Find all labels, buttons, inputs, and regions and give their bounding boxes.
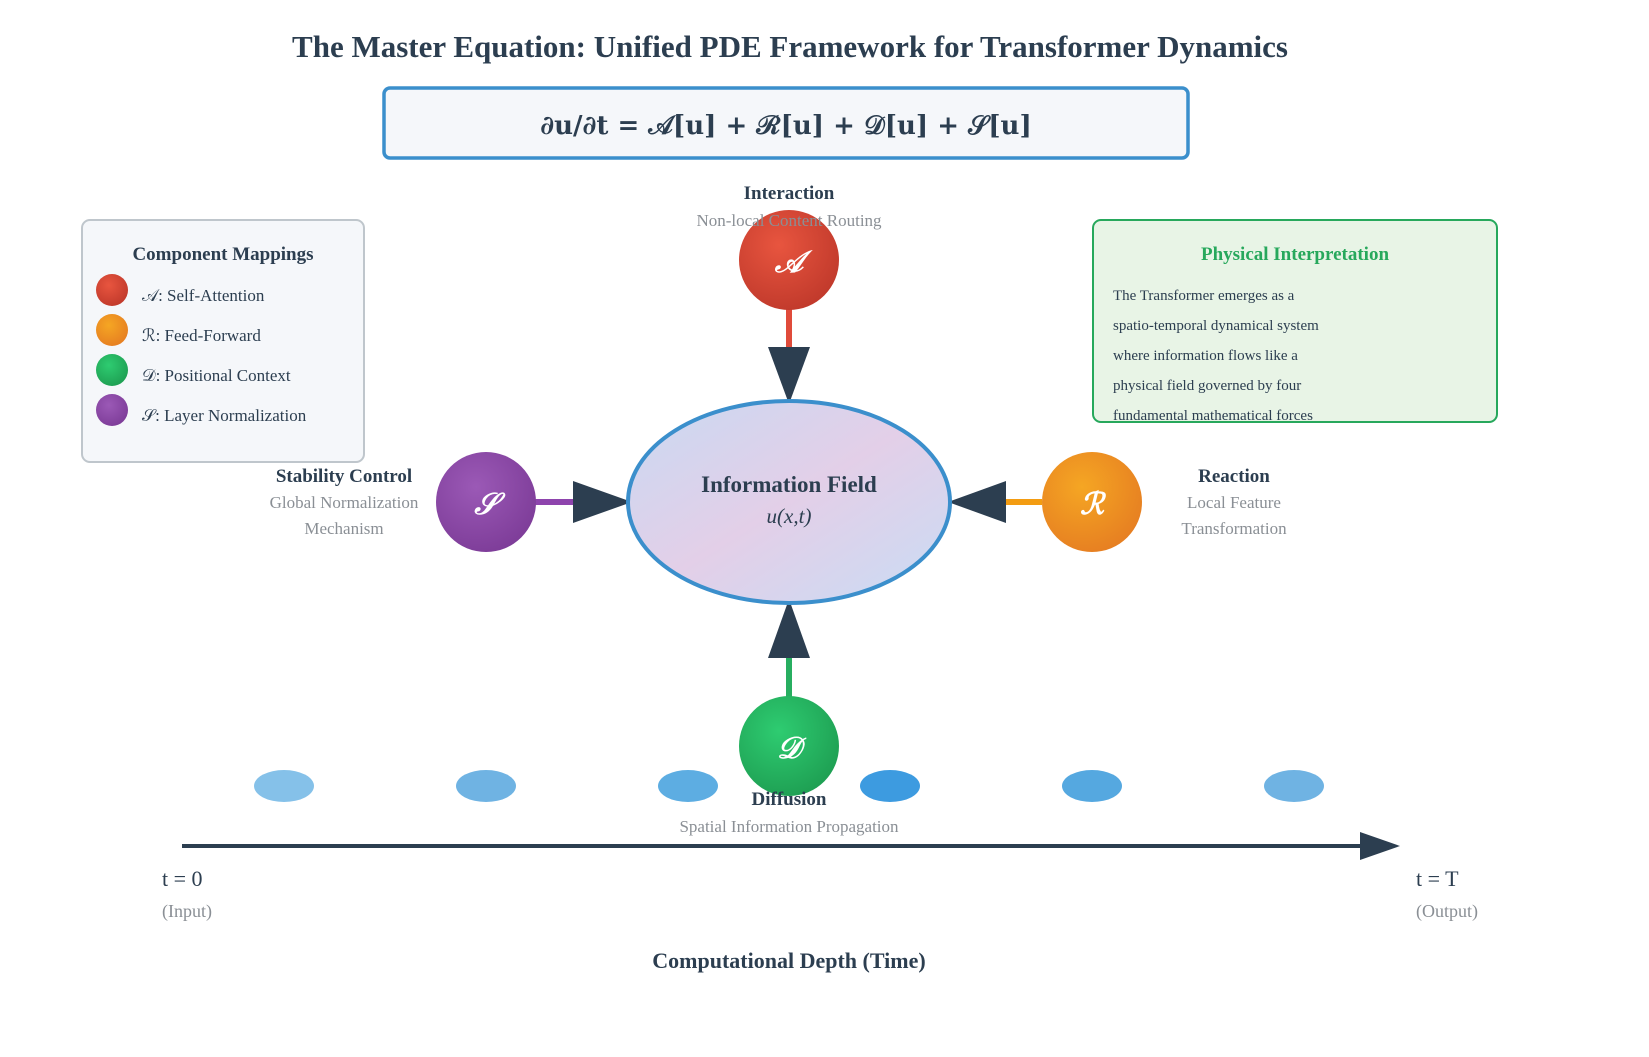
legend-swatch-orange [96, 314, 128, 346]
legend-swatch-purple [96, 394, 128, 426]
physical-line: where information flows like a [1113, 348, 1298, 364]
equation-box [382, 86, 1190, 160]
arrowhead-up-icon [768, 599, 810, 658]
timeline-dot [254, 770, 314, 802]
diagram-title: The Master Equation: Unified PDE Framewo… [292, 29, 1288, 64]
legend-swatch-green [96, 354, 128, 386]
legend-label: 𝒜: Self-Attention [142, 286, 265, 305]
interaction-title: Interaction [744, 183, 835, 204]
legend-label: 𝒟: Positional Context [142, 366, 291, 385]
arrowhead-down-icon [768, 347, 810, 404]
physical-line: physical field governed by four [1113, 378, 1301, 394]
timeline-dot [860, 770, 920, 802]
diffusion-subtitle: Spatial Information Propagation [679, 817, 899, 836]
legend-box [81, 219, 365, 463]
diffusion-node [739, 696, 839, 796]
time-start-label: t = 0 [162, 866, 203, 891]
time-axis-arrow-icon [1360, 832, 1400, 860]
time-end-label: t = T [1416, 866, 1459, 891]
legend-item: 𝒟: Positional Context [96, 354, 291, 386]
timeline-dot [658, 770, 718, 802]
timeline-dot [1264, 770, 1324, 802]
physical-interpretation-box [1092, 219, 1498, 423]
stability-node [436, 452, 536, 552]
legend-swatch-red [96, 274, 128, 306]
stability-subtitle-line1: Global Normalization [270, 493, 419, 512]
reaction-symbol: ℛ [1080, 487, 1107, 522]
interaction-subtitle: Non-local Content Routing [696, 211, 882, 230]
reaction-node [1042, 452, 1142, 552]
legend-title: Component Mappings [132, 244, 313, 265]
physical-line: fundamental mathematical forces [1113, 408, 1313, 424]
time-axis-title: Computational Depth (Time) [652, 948, 925, 973]
arrowhead-right-icon [573, 481, 632, 523]
stability-subtitle-line2: Mechanism [304, 519, 383, 538]
arrowhead-left-icon [948, 481, 1006, 523]
diffusion-title: Diffusion [752, 789, 827, 810]
legend-item: 𝒜: Self-Attention [96, 274, 265, 306]
interaction-node [739, 210, 839, 310]
reaction-title: Reaction [1198, 466, 1270, 487]
physical-line: The Transformer emerges as a [1113, 288, 1295, 304]
timeline-dot [1062, 770, 1122, 802]
reaction-subtitle-line2: Transformation [1181, 519, 1287, 538]
legend-item: ℛ: Feed-Forward [96, 314, 261, 346]
legend-label: 𝒮: Layer Normalization [142, 406, 307, 425]
master-equation: ∂u/∂t = 𝒜[u] + ℛ[u] + 𝒟[u] + 𝒮[u] [540, 111, 1032, 141]
time-end-sublabel: (Output) [1416, 901, 1478, 922]
physical-line: spatio-temporal dynamical system [1113, 318, 1319, 334]
stability-title: Stability Control [276, 466, 412, 487]
information-field-subtitle: u(x,t) [767, 504, 812, 528]
timeline-dot [456, 770, 516, 802]
legend-label: ℛ: Feed-Forward [142, 326, 261, 345]
legend-item: 𝒮: Layer Normalization [96, 394, 307, 426]
information-field-title: Information Field [701, 472, 877, 497]
physical-interpretation-title: Physical Interpretation [1201, 244, 1389, 265]
information-field-node [626, 399, 952, 605]
reaction-subtitle-line1: Local Feature [1187, 493, 1281, 512]
time-start-sublabel: (Input) [162, 901, 212, 922]
